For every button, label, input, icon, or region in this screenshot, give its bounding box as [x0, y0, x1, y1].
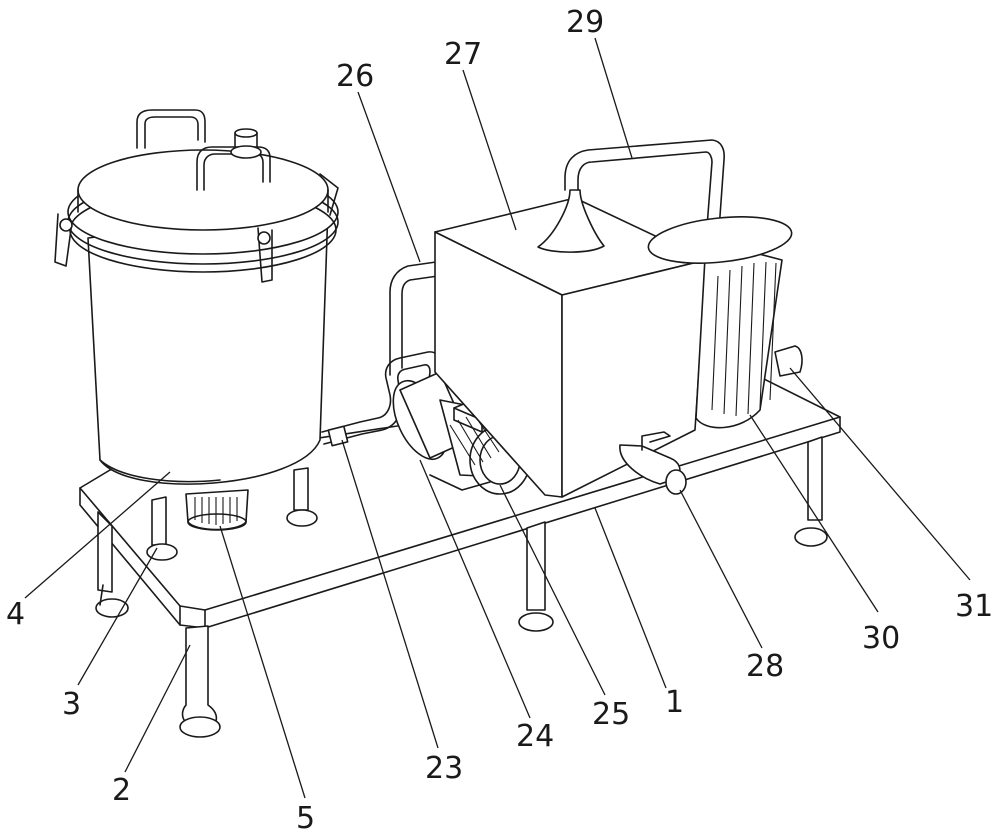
pump-assembly [392, 371, 531, 495]
callout-1: 1 [665, 685, 684, 720]
finned-cylinder [647, 216, 803, 429]
drain-valve [619, 431, 687, 495]
callout-26: 26 [336, 59, 374, 94]
callout-labels: 1 2 3 4 5 23 24 25 26 27 28 29 30 31 [6, 5, 993, 836]
tank-outlet [185, 489, 249, 531]
callout-29: 29 [566, 5, 604, 40]
callout-27: 27 [444, 37, 482, 72]
callout-25: 25 [592, 697, 630, 732]
callout-30: 30 [862, 621, 900, 656]
leader-lines [24, 37, 971, 799]
callout-31: 31 [955, 589, 993, 624]
callout-3: 3 [62, 687, 81, 722]
callout-4: 4 [6, 597, 25, 632]
callout-5: 5 [296, 801, 315, 836]
callout-23: 23 [425, 751, 463, 786]
callout-24: 24 [516, 719, 554, 754]
barrel-tank [54, 109, 339, 485]
hood-pipe [537, 139, 725, 253]
callout-28: 28 [746, 649, 784, 684]
callout-2: 2 [112, 773, 131, 808]
